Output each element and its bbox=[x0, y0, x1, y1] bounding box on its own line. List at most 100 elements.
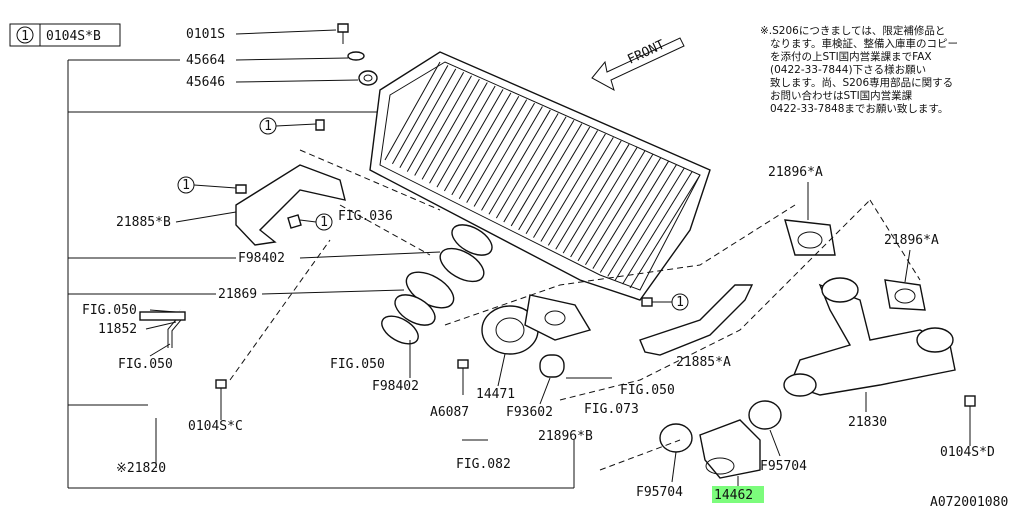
label-21869[interactable]: 21869 bbox=[218, 287, 405, 302]
label-a6087[interactable]: A6087 bbox=[430, 405, 469, 420]
label-21896a-right[interactable]: 21896*A bbox=[884, 233, 939, 283]
intercooler-fin bbox=[562, 143, 630, 254]
svg-text:F93602: F93602 bbox=[506, 405, 553, 420]
label-fig082[interactable]: FIG.082 bbox=[456, 439, 511, 472]
label-21830[interactable]: 21830 bbox=[848, 392, 887, 430]
clamp-f95704-right[interactable] bbox=[748, 400, 782, 430]
label-45664[interactable]: 45664 bbox=[186, 53, 349, 68]
svg-text:21830: 21830 bbox=[848, 415, 887, 430]
label-f98402-lower[interactable]: F98402 bbox=[372, 340, 419, 394]
label-fig036[interactable]: FIG.036 bbox=[338, 209, 393, 224]
clamp-f95704-left[interactable] bbox=[659, 423, 693, 453]
gasket-21896a-1[interactable] bbox=[784, 219, 836, 256]
intercooler-fin bbox=[421, 78, 480, 180]
bolt-a6087[interactable] bbox=[457, 359, 469, 395]
label-0104s-c[interactable]: 0104S*C bbox=[188, 419, 243, 434]
highlight-14462 bbox=[712, 486, 764, 503]
front-arrow-icon: FRONT bbox=[591, 37, 685, 92]
intercooler-fin bbox=[406, 72, 465, 172]
intercooler-fin bbox=[592, 157, 662, 269]
circle-ref-1-top[interactable]: 1 bbox=[259, 117, 317, 135]
label-fig050-right[interactable]: FIG.050 bbox=[566, 377, 675, 398]
boxed-label-0104s-b[interactable]: 1 0104S*B bbox=[9, 23, 121, 47]
svg-text:14462: 14462 bbox=[714, 488, 753, 503]
diagram-id: A072001080 bbox=[930, 495, 1008, 510]
svg-text:A6087: A6087 bbox=[430, 405, 469, 420]
intercooler-core[interactable] bbox=[369, 51, 711, 301]
label-f95704-right[interactable]: F95704 bbox=[760, 429, 807, 474]
bracket-21885a[interactable] bbox=[639, 284, 754, 356]
bolt-0104s-c[interactable] bbox=[215, 379, 227, 420]
label-11852[interactable]: 11852 bbox=[98, 321, 177, 337]
intercooler-fin bbox=[540, 133, 606, 242]
svg-text:45646: 45646 bbox=[186, 75, 225, 90]
svg-text:※21820: ※21820 bbox=[116, 461, 166, 476]
intercooler-fin bbox=[510, 119, 575, 227]
label-45646[interactable]: 45646 bbox=[186, 75, 359, 90]
intercooler-fin bbox=[481, 106, 543, 211]
label-21896b[interactable]: 21896*B bbox=[538, 429, 593, 444]
label-14462[interactable]: 14462 bbox=[712, 476, 764, 503]
note-line-7: 0422-33-7848までお願い致します。 bbox=[770, 102, 948, 115]
label-fig050-mid[interactable]: FIG.050 bbox=[330, 357, 385, 372]
label-14471[interactable]: 14471 bbox=[476, 353, 515, 402]
bolt-0104s-d[interactable] bbox=[964, 395, 976, 446]
gasket-21896b[interactable] bbox=[524, 294, 592, 341]
label-f95704-left[interactable]: F95704 bbox=[636, 451, 683, 500]
intercooler-fin bbox=[414, 75, 472, 176]
svg-text:FIG.050: FIG.050 bbox=[620, 383, 675, 398]
label-fig050-top[interactable]: FIG.050 bbox=[82, 303, 177, 318]
intercooler-fin bbox=[629, 174, 701, 289]
circle-ref-1-left[interactable]: 1 bbox=[177, 176, 237, 194]
intercooler-fin bbox=[503, 116, 567, 223]
label-21885b[interactable]: 21885*B bbox=[116, 211, 237, 230]
boxed-label-text: 0104S*B bbox=[46, 29, 101, 44]
intercooler-fin bbox=[614, 167, 685, 281]
label-0101s[interactable]: 0101S bbox=[186, 27, 337, 42]
intercooler-fin bbox=[599, 161, 669, 273]
label-fig050-left[interactable]: FIG.050 bbox=[118, 343, 173, 372]
elbow-14462[interactable] bbox=[699, 419, 761, 479]
intercooler-fin bbox=[585, 154, 654, 265]
svg-text:14471: 14471 bbox=[476, 387, 515, 402]
grommet-45646[interactable] bbox=[358, 70, 378, 86]
boxed-label-num: 1 bbox=[21, 29, 29, 44]
note-line-6: お問い合わせはSTI国内営業課 bbox=[770, 89, 913, 102]
label-f98402-upper[interactable]: F98402 bbox=[238, 251, 441, 266]
bolt-0101s[interactable] bbox=[337, 23, 349, 44]
svg-text:1: 1 bbox=[264, 119, 272, 134]
pipe-21820[interactable] bbox=[139, 308, 460, 442]
svg-text:FIG.050: FIG.050 bbox=[330, 357, 385, 372]
note-line-3: を添付の上STI国内営業課までFAX bbox=[770, 50, 932, 63]
svg-text:F98402: F98402 bbox=[372, 379, 419, 394]
intercooler-fin bbox=[466, 99, 528, 203]
label-0104s-d[interactable]: 0104S*D bbox=[940, 445, 995, 460]
valve-14471[interactable] bbox=[481, 305, 565, 378]
svg-text:0104S*C: 0104S*C bbox=[188, 419, 243, 434]
label-21885a[interactable]: 21885*A bbox=[676, 355, 731, 370]
label-21896a-top[interactable]: 21896*A bbox=[768, 165, 823, 220]
gasket-21896a-2[interactable] bbox=[884, 279, 926, 311]
circle-ref-1-mid[interactable]: 1 bbox=[299, 213, 333, 231]
intercooler-fin bbox=[488, 109, 551, 215]
label-21820[interactable]: ※21820 bbox=[116, 418, 166, 476]
svg-text:21896*A: 21896*A bbox=[884, 233, 939, 248]
svg-text:21885*A: 21885*A bbox=[676, 355, 731, 370]
bolt-21885a[interactable] bbox=[641, 297, 653, 307]
circle-ref-1-right[interactable]: 1 bbox=[652, 293, 689, 311]
note-line-1: ※.S206につきましては、限定補修品と bbox=[760, 24, 945, 37]
intercooler-fin bbox=[555, 140, 622, 250]
washer-45664[interactable] bbox=[347, 51, 365, 61]
svg-text:1: 1 bbox=[320, 215, 328, 230]
svg-text:21896*B: 21896*B bbox=[538, 429, 593, 444]
intercooler-fin bbox=[547, 137, 614, 246]
bracket-21885b[interactable] bbox=[235, 119, 346, 246]
label-fig073[interactable]: FIG.073 bbox=[584, 402, 639, 417]
duct-21869[interactable] bbox=[377, 219, 497, 350]
label-f93602[interactable]: F93602 bbox=[506, 377, 553, 420]
y-pipe-21830[interactable] bbox=[783, 277, 956, 397]
intercooler-fin bbox=[525, 126, 591, 234]
note-block: ※.S206につきましては、限定補修品と なります。車検証、整備入庫車のコピー … bbox=[760, 24, 958, 115]
